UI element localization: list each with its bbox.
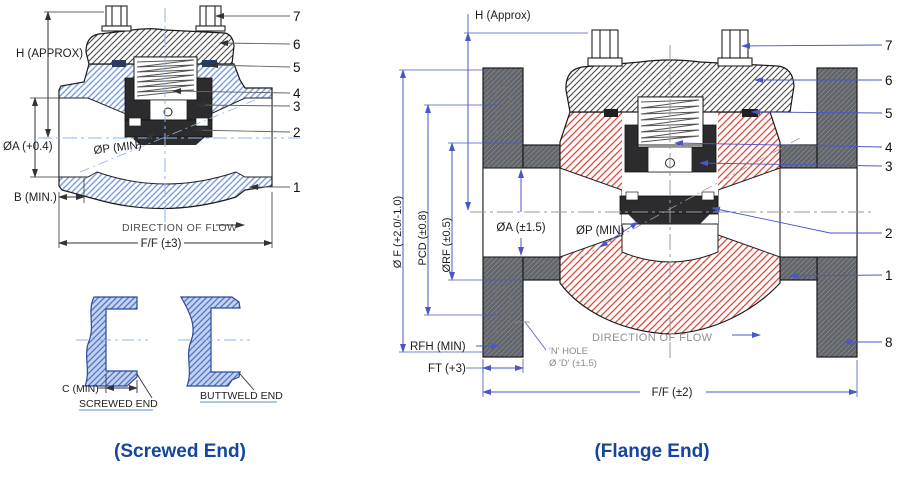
buttweld-end-detail bbox=[179, 296, 241, 387]
callout-5-right: 5 bbox=[885, 106, 893, 121]
dim-ff-left bbox=[58, 192, 273, 248]
dim-dia-p-right bbox=[599, 221, 639, 248]
dim-pcd bbox=[424, 104, 500, 316]
callout-leaders-right bbox=[674, 42, 883, 345]
gasket-left-right-valve bbox=[604, 109, 618, 117]
callout-7-right: 7 bbox=[885, 38, 893, 53]
dim-dia-f bbox=[399, 69, 486, 353]
spring bbox=[136, 59, 195, 97]
gasket-left bbox=[112, 60, 126, 67]
dim-c bbox=[98, 374, 138, 393]
label-ff-right: F/F (±2) bbox=[652, 387, 693, 399]
stud-bolt-right bbox=[195, 5, 226, 32]
dim-b bbox=[58, 178, 85, 203]
callout-4-left: 4 bbox=[293, 86, 301, 101]
label-n-hole-2: Ø 'D' (±1.5) bbox=[549, 358, 597, 369]
caption-flange-end: (Flange End) bbox=[594, 441, 709, 462]
flange-bolt-holes bbox=[495, 87, 511, 333]
callout-3-right: 3 bbox=[885, 159, 893, 174]
callout-8-right: 8 bbox=[885, 335, 893, 350]
label-dia-a-left: ØA (+0.4) bbox=[3, 141, 53, 153]
caption-screwed-end: (Screwed End) bbox=[114, 441, 246, 462]
seat-notch-right-right bbox=[701, 191, 715, 201]
dim-ft bbox=[466, 359, 524, 373]
dim-h-right bbox=[464, 14, 588, 211]
valve-cap-right bbox=[565, 59, 795, 113]
callout-4-right: 4 bbox=[885, 140, 893, 155]
dim-dia-rf bbox=[448, 142, 523, 281]
label-flow-left: DIRECTION OF FLOW bbox=[122, 222, 237, 234]
seat-notch-right bbox=[195, 117, 209, 127]
gasket-right bbox=[202, 60, 217, 67]
label-h-left: H (APPROX) bbox=[16, 48, 83, 60]
n-hole-leader bbox=[524, 321, 547, 351]
label-h-right: H (Approx) bbox=[475, 10, 531, 22]
centerline-diagonal bbox=[79, 99, 256, 173]
label-pcd: PCD (±0.8) bbox=[417, 211, 429, 266]
spring-right bbox=[640, 99, 700, 143]
buttweld-end-leader bbox=[239, 373, 255, 391]
gasket-right-right-valve bbox=[742, 109, 758, 117]
callout-leaders-left bbox=[172, 13, 291, 190]
piston-hole bbox=[163, 107, 173, 117]
end-details: C (MIN) SCREWED END BUTTWELD END bbox=[62, 296, 283, 411]
screwed-end-valve-figure: H (APPROX) ØA (+0.4) B (MIN.) ØP (MIN) D… bbox=[3, 5, 301, 250]
callout-1-right: 1 bbox=[885, 268, 893, 283]
dim-ff-right bbox=[482, 360, 858, 397]
callout-6-right: 6 bbox=[885, 73, 893, 88]
callout-5-left: 5 bbox=[293, 60, 301, 75]
stud-bolt-left bbox=[101, 5, 132, 32]
stud-bolt-left-right-valve bbox=[587, 29, 623, 67]
callout-7-left: 7 bbox=[293, 9, 301, 24]
screwed-end-detail bbox=[84, 296, 138, 387]
label-rfh: RFH (MIN) bbox=[410, 341, 466, 353]
label-buttweld-end: BUTTWELD END bbox=[200, 390, 283, 402]
callout-2-left: 2 bbox=[293, 125, 301, 140]
callout-6-left: 6 bbox=[293, 37, 301, 52]
seat-notch-left-right bbox=[625, 191, 639, 201]
label-b: B (MIN.) bbox=[14, 192, 57, 204]
stud-bolt-right-right-valve bbox=[717, 29, 753, 67]
piston-bore-right bbox=[647, 146, 693, 173]
label-dia-p-left: ØP (MIN) bbox=[93, 139, 143, 157]
dim-dia-a-left bbox=[30, 97, 59, 178]
label-dia-a-right: ØA (±1.5) bbox=[496, 222, 545, 234]
label-dia-f: Ø F (+2.0/-1.0) bbox=[392, 196, 404, 268]
seat-skirt-right bbox=[628, 214, 710, 224]
label-n-hole-1: 'N' HOLE bbox=[549, 346, 588, 357]
label-ff-left: F/F (±3) bbox=[141, 238, 182, 250]
callout-2-right: 2 bbox=[885, 226, 893, 241]
label-ft: FT (+3) bbox=[428, 363, 466, 375]
label-dia-rf: ØRF (±0.5) bbox=[441, 218, 453, 273]
screwed-end-leader bbox=[136, 373, 153, 399]
seat-notch-left bbox=[128, 117, 142, 127]
callout-3-left: 3 bbox=[293, 99, 301, 114]
leader-dia-p-left bbox=[135, 132, 156, 147]
label-c: C (MIN) bbox=[62, 383, 99, 395]
callout-1-left: 1 bbox=[293, 180, 301, 195]
dim-h-left bbox=[44, 11, 104, 138]
valve-cap bbox=[85, 28, 235, 65]
bore-right bbox=[779, 167, 858, 258]
label-dia-p-right: ØP (MIN) bbox=[576, 225, 625, 237]
label-flow-right: DIRECTION OF FLOW bbox=[592, 332, 713, 344]
flange-end-valve-figure: H (Approx) Ø F (+2.0/-1.0) PCD (±0.8) ØR… bbox=[392, 10, 893, 399]
label-screwed-end: SCREWED END bbox=[79, 398, 158, 410]
